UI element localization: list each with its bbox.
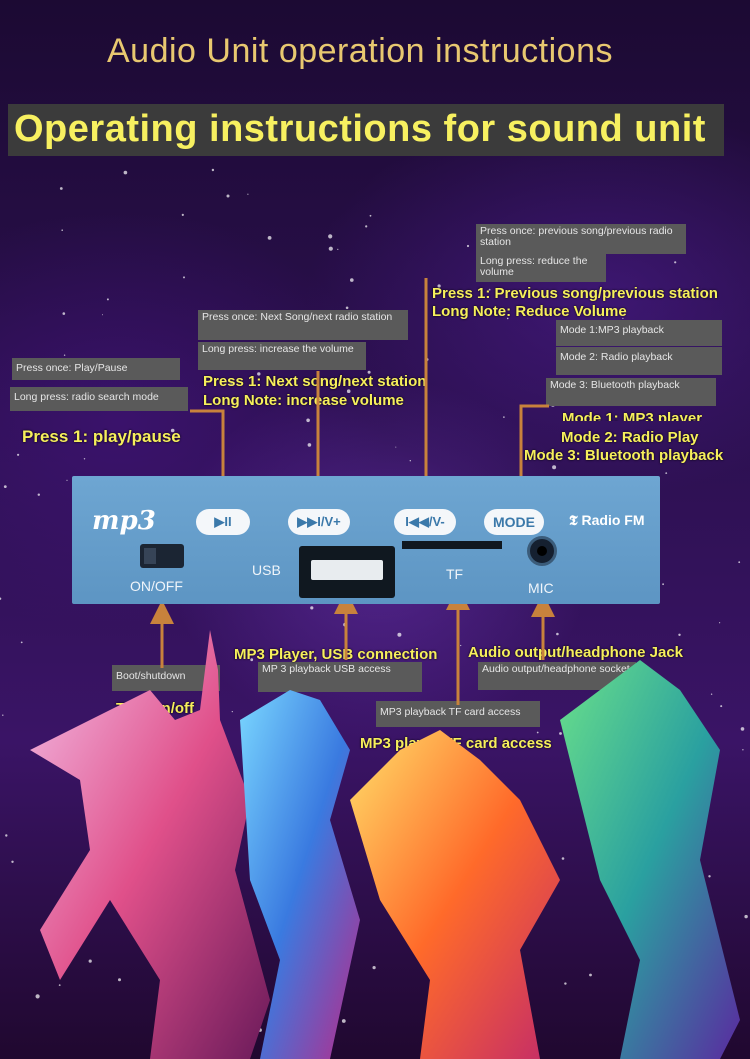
page-title: Audio Unit operation instructions (107, 32, 613, 70)
note-next-long: Long press: increase the volume (198, 342, 366, 370)
arrow-mode (509, 404, 549, 508)
note-mode1: Mode 1:MP3 playback (556, 320, 722, 346)
tf-label: TF (446, 566, 464, 582)
audio-panel: mp3 ▶II ▶▶I/V+ I◀◀/V- MODE 𝕿 Radio FM ON… (72, 476, 660, 604)
dancer-silhouettes (30, 630, 740, 1059)
tf-card-slot[interactable] (402, 541, 502, 549)
note-boot: Boot/shutdown (112, 665, 220, 691)
dancer-3 (350, 730, 560, 1059)
banner-text: Operating instructions for sound unit (14, 108, 706, 150)
label-prev-2: Long Note: Reduce Volume (432, 303, 627, 320)
label-next-2: Long Note: increase volume (203, 392, 404, 409)
play-pause-button[interactable]: ▶II (196, 509, 250, 535)
note-play-once: Press once: Play/Pause (12, 358, 180, 380)
label-prev-1: Press 1: Previous song/previous station (432, 285, 718, 302)
onoff-label: ON/OFF (130, 578, 183, 594)
radio-fm-text: Radio FM (581, 512, 645, 528)
mode-button[interactable]: MODE (484, 509, 544, 535)
prev-volume-down-button[interactable]: I◀◀/V- (394, 509, 456, 535)
note-tf: MP3 playback TF card access (376, 701, 540, 727)
usb-label: USB (252, 562, 281, 578)
note-mode2: Mode 2: Radio playback (556, 347, 722, 375)
note-mode3: Mode 3: Bluetooth playback (546, 378, 716, 406)
dancer-2 (240, 690, 360, 1059)
note-prev-long: Long press: reduce the volume (476, 254, 606, 282)
label-mode-3: Mode 3: Bluetooth playback (524, 447, 724, 464)
next-volume-up-button[interactable]: ▶▶I/V+ (288, 509, 350, 535)
antenna-icon: 𝕿 (569, 512, 578, 528)
note-next-once: Press once: Next Song/next radio station (198, 310, 408, 340)
label-play: Press 1: play/pause (22, 427, 181, 446)
label-jack: Audio output/headphone Jack (468, 644, 684, 661)
label-mode-2: Mode 2: Radio Play (561, 429, 699, 446)
headphone-jack[interactable] (527, 536, 557, 566)
usb-port[interactable] (299, 546, 395, 598)
arrow-play (190, 409, 235, 512)
note-play-long: Long press: radio search mode (10, 387, 188, 411)
power-switch[interactable] (140, 544, 184, 568)
banner: Operating instructions for sound unit (8, 104, 724, 156)
note-prev-once: Press once: previous song/previous radio… (476, 224, 686, 254)
dancer-4 (560, 660, 740, 1059)
label-mode-1: Mode 1: MP3 player (562, 410, 703, 421)
mp3-logo: mp3 (92, 506, 156, 536)
label-usb: MP3 Player, USB connection (234, 646, 438, 663)
radio-fm-label: 𝕿 Radio FM (569, 512, 645, 529)
mic-label: MIC (528, 580, 554, 596)
dancer-1 (30, 630, 270, 1059)
label-next-1: Press 1: Next song/next station (203, 373, 427, 390)
note-usb: MP 3 playback USB access (258, 662, 422, 692)
